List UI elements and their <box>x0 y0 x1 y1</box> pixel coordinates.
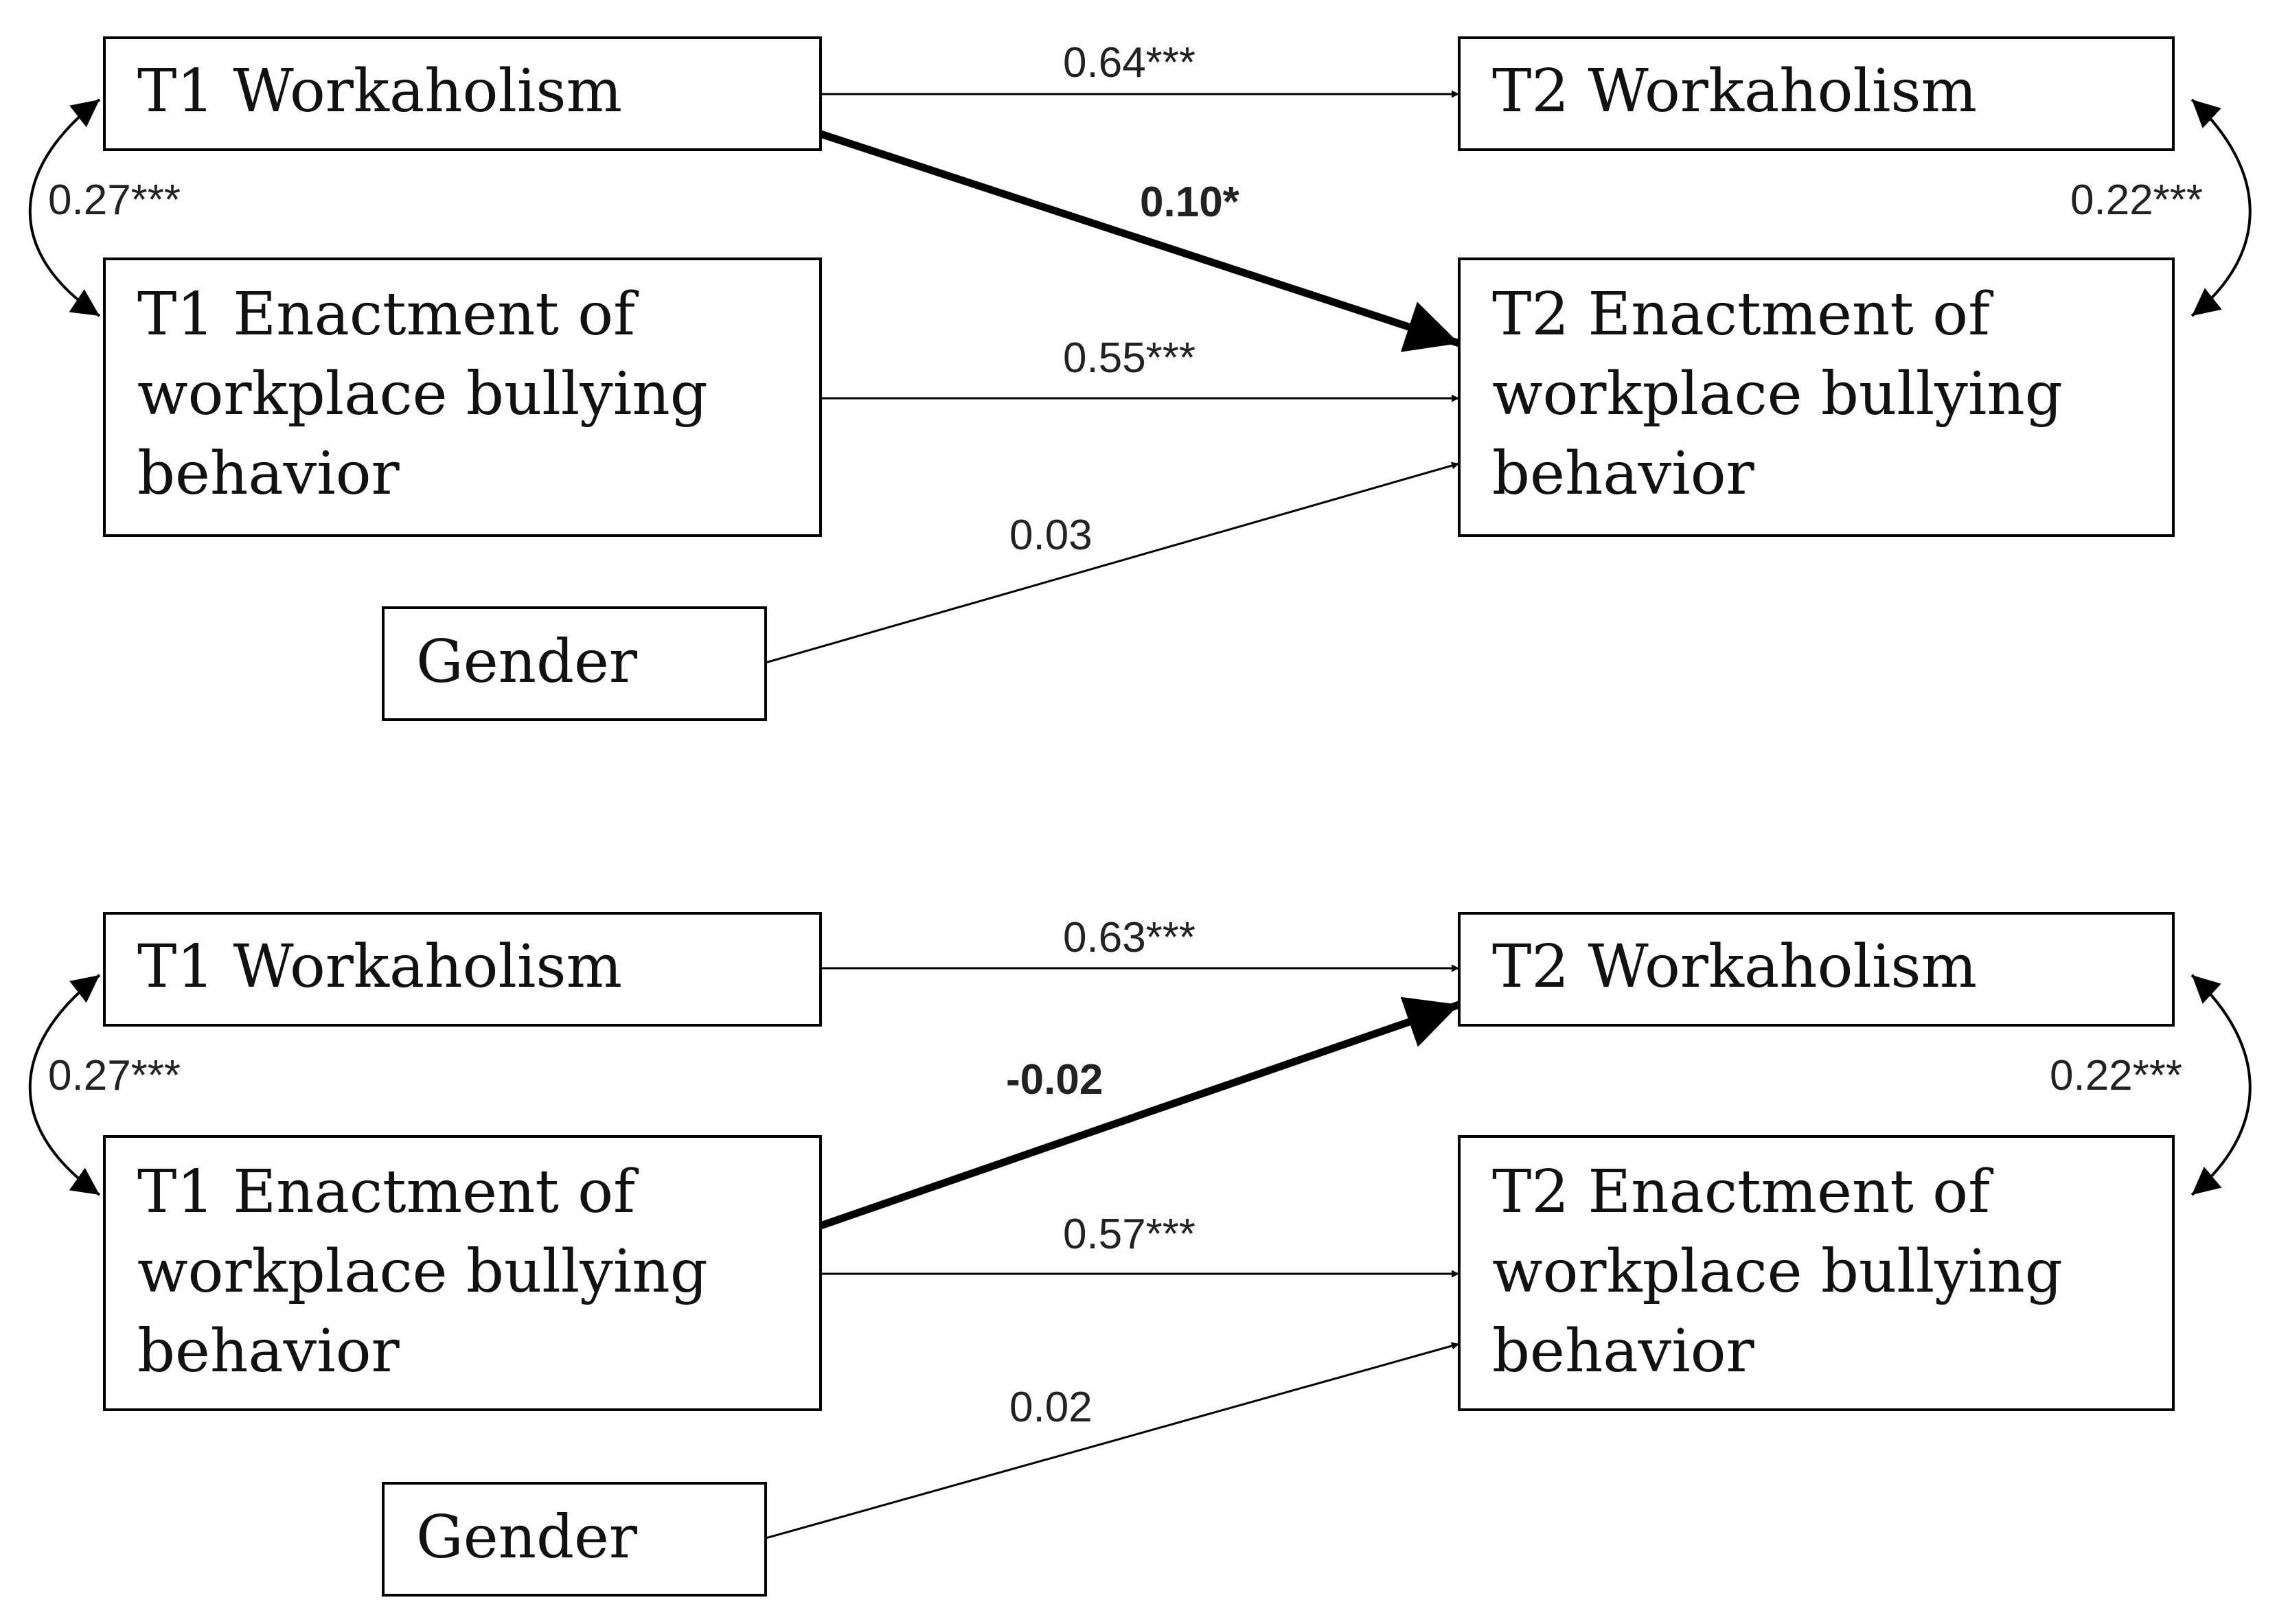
box-label: T1 Enactment of <box>137 280 639 349</box>
box-gender: Gender <box>382 1482 767 1597</box>
box-t2-workaholism: T2 Workaholism <box>1458 912 2175 1027</box>
t2-correlation-arrow <box>2190 98 2252 317</box>
box-label: behavior <box>137 1317 400 1386</box>
box-label: T1 Workaholism <box>137 933 622 1001</box>
t1-correlation-arrow <box>28 98 101 317</box>
box-label: T1 Enactment of <box>137 1158 639 1226</box>
path-gender-effect <box>765 461 1460 664</box>
coef-t1-correlation: 0.27*** <box>48 1052 181 1099</box>
t2-correlation-arrow <box>2190 974 2252 1196</box>
box-label: T2 Enactment of <box>1492 280 1993 349</box>
box-label: T2 Workaholism <box>1492 933 1977 1001</box>
box-label: behavior <box>137 439 400 508</box>
coef-t2-correlation: 0.22*** <box>2050 1052 2182 1099</box>
box-label: workplace bullying <box>1492 360 2063 428</box>
box-label: workplace bullying <box>137 1237 708 1306</box>
coef-workaholism-stability: 0.64*** <box>1063 39 1195 87</box>
coef-cross-lagged: 0.10* <box>1140 179 1240 226</box>
coef-workaholism-stability: 0.63*** <box>1063 914 1195 961</box>
box-label: T2 Enactment of <box>1492 1158 1993 1226</box>
panel-bottom: T1 Workaholism T2 Workaholism T1 Enactme… <box>28 912 2252 1597</box>
box-t1-workaholism: T1 Workaholism <box>103 912 822 1027</box>
coef-bullying-stability: 0.57*** <box>1063 1211 1195 1258</box>
box-t1-bullying: T1 Enactment of workplace bullying behav… <box>103 1135 822 1411</box>
box-label: workplace bullying <box>1492 1237 2063 1306</box>
box-t1-bullying: T1 Enactment of workplace bullying behav… <box>103 258 822 537</box>
path-cross-lagged <box>819 130 1461 352</box>
coef-gender-effect: 0.03 <box>1009 512 1092 559</box>
box-t2-bullying: T2 Enactment of workplace bullying behav… <box>1458 1135 2175 1411</box>
box-label: T2 Workaholism <box>1492 57 1977 126</box>
box-t1-workaholism: T1 Workaholism <box>103 36 822 151</box>
path-gender-effect <box>765 1342 1460 1540</box>
box-label: workplace bullying <box>137 360 708 428</box>
box-label: behavior <box>1492 439 1754 508</box>
box-label: T1 Workaholism <box>137 57 622 126</box>
path-cross-lagged <box>819 996 1461 1230</box>
panel-top: T1 Workaholism T2 Workaholism T1 Enactme… <box>28 36 2252 721</box>
coef-cross-lagged: -0.02 <box>1006 1056 1103 1103</box>
coef-t2-correlation: 0.22*** <box>2070 176 2203 224</box>
box-label: Gender <box>416 628 638 696</box>
box-t2-workaholism: T2 Workaholism <box>1458 36 2175 151</box>
coef-bullying-stability: 0.55*** <box>1063 334 1195 382</box>
box-label: Gender <box>416 1503 638 1572</box>
box-label: behavior <box>1492 1317 1754 1386</box>
t1-correlation-arrow <box>28 974 101 1196</box>
coef-t1-correlation: 0.27*** <box>48 176 181 224</box>
box-gender: Gender <box>382 606 767 721</box>
box-t2-bullying: T2 Enactment of workplace bullying behav… <box>1458 258 2175 537</box>
coef-gender-effect: 0.02 <box>1009 1384 1092 1431</box>
